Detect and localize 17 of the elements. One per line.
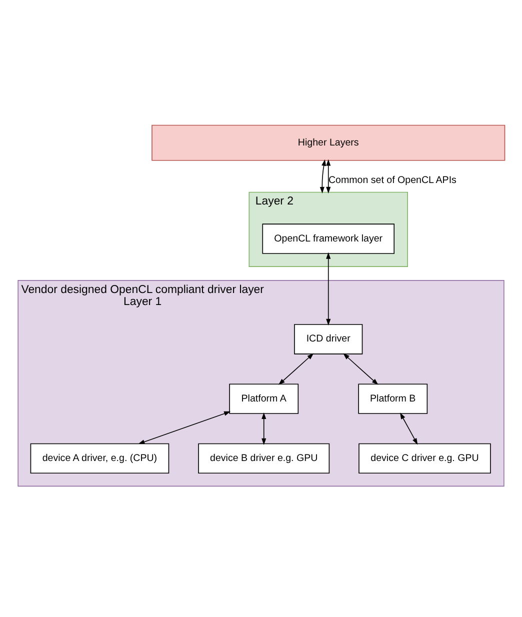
arrow — [278, 352, 314, 384]
arrow — [326, 252, 331, 325]
node-box: device C driver e.g. GPU — [358, 442, 491, 474]
arrow — [262, 412, 266, 444]
node-box: ICD driver — [294, 324, 363, 354]
node-box: Platform A — [229, 383, 299, 414]
arrow — [326, 158, 331, 193]
node-box: OpenCL framework layer — [262, 223, 395, 254]
arrow — [400, 412, 418, 444]
arrow — [138, 410, 231, 444]
node-box: Higher Layers — [152, 124, 506, 160]
arrow — [343, 352, 378, 384]
arrow — [320, 158, 326, 193]
node-box: device B driver e.g. GPU — [198, 442, 330, 474]
node-box: Platform B — [358, 383, 428, 414]
edge-label: Common set of OpenCL APIs — [328, 174, 456, 186]
node-box: device A driver, e.g. (CPU) — [30, 442, 170, 474]
